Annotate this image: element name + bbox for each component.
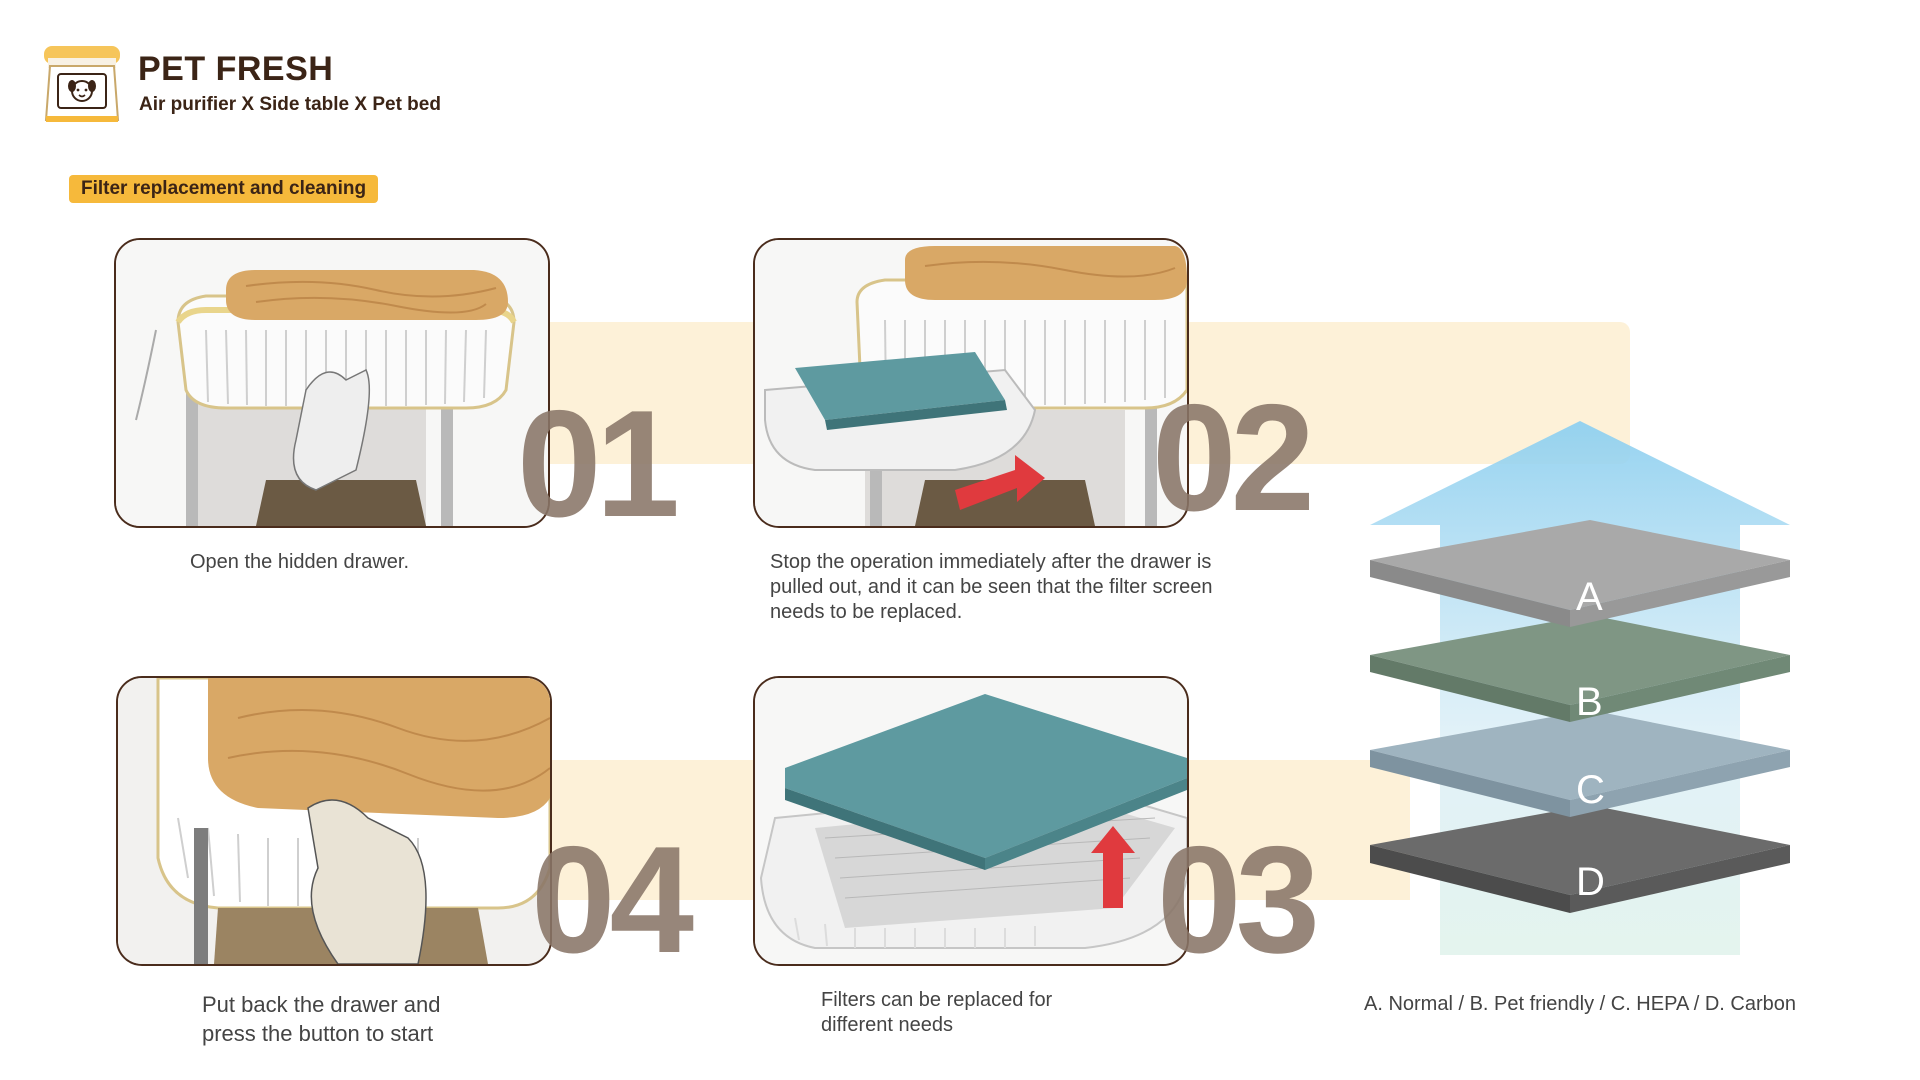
step-04-caption: Put back the drawer and press the button… [202, 992, 441, 1046]
brand-subtitle: Air purifier X Side table X Pet bed [139, 94, 441, 115]
step-04-illustration [116, 676, 552, 966]
step-01-illustration [114, 238, 550, 528]
filter-label-c: C [1576, 768, 1605, 812]
pet-face-icon [44, 46, 120, 122]
step-number-02: 02 [1152, 373, 1315, 543]
filter-legend: A. Normal / B. Pet friendly / C. HEPA / … [1364, 993, 1797, 1015]
filter-layer-a [1370, 520, 1790, 627]
step-number-03: 03 [1157, 815, 1320, 985]
step-01-caption: Open the hidden drawer. [190, 551, 410, 573]
filter-label-b: B [1576, 680, 1603, 724]
filter-layers-figure: A B C D [1350, 415, 1810, 975]
filter-layer-d [1370, 805, 1790, 913]
step-02-illustration [753, 238, 1189, 528]
step-02-caption: Stop the operation immediately after the… [770, 551, 1213, 623]
filter-layer-b [1370, 615, 1790, 722]
brand-logo [42, 44, 122, 124]
step-03-illustration [753, 676, 1189, 966]
step-03-caption: Filters can be replaced for different ne… [821, 989, 1053, 1036]
step-number-04: 04 [531, 815, 694, 985]
filter-layer-c [1370, 710, 1790, 817]
section-badge: Filter replacement and cleaning [69, 175, 379, 203]
step-number-01: 01 [517, 379, 680, 549]
brand-title: PET FRESH [138, 50, 334, 88]
filter-label-a: A [1576, 575, 1603, 619]
filter-label-d: D [1576, 860, 1605, 904]
